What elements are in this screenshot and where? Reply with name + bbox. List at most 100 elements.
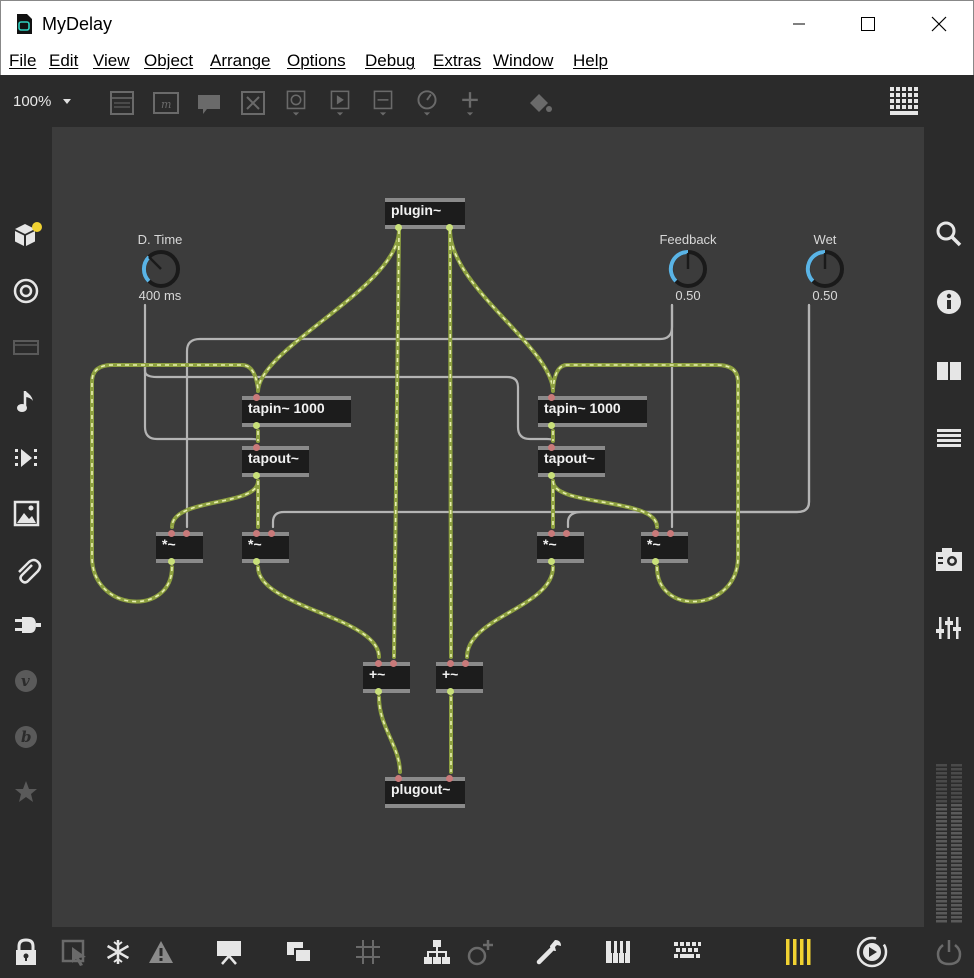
signal-cord[interactable] xyxy=(90,363,260,604)
inlet[interactable] xyxy=(447,660,454,667)
paperclip-icon[interactable] xyxy=(12,555,42,585)
menu-window[interactable]: Window xyxy=(493,51,554,70)
windows-icon[interactable] xyxy=(284,937,314,967)
tapout-left-object[interactable]: tapout~ xyxy=(242,444,309,479)
target-icon[interactable] xyxy=(12,276,42,306)
select-icon[interactable] xyxy=(59,937,89,967)
control-cord[interactable] xyxy=(566,303,811,529)
minimize-button[interactable] xyxy=(776,7,822,41)
inlet[interactable] xyxy=(390,660,397,667)
keyboard-icon[interactable] xyxy=(672,937,702,967)
media-icon[interactable] xyxy=(12,332,42,362)
signal-cord[interactable] xyxy=(256,565,381,659)
grid-icon[interactable] xyxy=(888,85,920,117)
search-icon[interactable] xyxy=(934,219,964,249)
panel-icon[interactable] xyxy=(108,89,136,117)
delay-time-dial[interactable] xyxy=(140,248,182,290)
signal-cord[interactable] xyxy=(377,695,402,774)
transport-icon[interactable] xyxy=(855,935,889,969)
wet-dial[interactable] xyxy=(804,248,846,290)
add-icon[interactable] xyxy=(456,89,484,117)
inlet[interactable] xyxy=(462,660,469,667)
signal-cord[interactable] xyxy=(448,228,555,393)
outlet[interactable] xyxy=(548,472,555,479)
hierarchy-icon[interactable] xyxy=(422,937,452,967)
outlet[interactable] xyxy=(253,472,260,479)
outlet[interactable] xyxy=(253,558,260,565)
inlet[interactable] xyxy=(446,775,453,782)
freeze-icon[interactable] xyxy=(103,937,133,967)
plug-icon[interactable] xyxy=(12,610,42,640)
outlet[interactable] xyxy=(447,688,454,695)
inlet[interactable] xyxy=(268,530,275,537)
inlet[interactable] xyxy=(375,660,382,667)
outlet[interactable] xyxy=(168,558,175,565)
inlet[interactable] xyxy=(548,444,555,451)
v-icon[interactable]: v xyxy=(12,666,42,696)
zoom-menu[interactable]: 100% xyxy=(13,93,72,110)
inlet[interactable] xyxy=(253,444,260,451)
snapshot-icon[interactable] xyxy=(934,545,964,575)
signal-cord[interactable] xyxy=(170,479,260,529)
control-cord[interactable] xyxy=(143,365,555,443)
warning-icon[interactable] xyxy=(146,937,176,967)
menu-object[interactable]: Object xyxy=(144,51,194,70)
dial-icon[interactable] xyxy=(413,89,441,117)
plugin-object[interactable]: plugin~ xyxy=(385,198,465,231)
outlet[interactable] xyxy=(395,224,402,231)
inlet[interactable] xyxy=(183,530,190,537)
feedback-dial[interactable] xyxy=(667,248,709,290)
inlet[interactable] xyxy=(168,530,175,537)
plugout-object[interactable]: plugout~ xyxy=(385,775,465,808)
outlet[interactable] xyxy=(548,422,555,429)
inlet[interactable] xyxy=(548,394,555,401)
inlet[interactable] xyxy=(563,530,570,537)
signal-cord[interactable] xyxy=(256,228,401,393)
grid-icon[interactable] xyxy=(353,937,383,967)
tapin-left-object[interactable]: tapin~ 1000 xyxy=(242,394,351,429)
info-icon[interactable] xyxy=(934,287,964,317)
outlet[interactable] xyxy=(253,422,260,429)
inlet[interactable] xyxy=(395,775,402,782)
multiply-object-1[interactable]: *~ xyxy=(156,530,203,565)
comment-icon[interactable]: m xyxy=(152,89,180,117)
plus-left-object[interactable]: +~ xyxy=(363,660,410,695)
package-icon[interactable] xyxy=(12,220,42,250)
menu-debug[interactable]: Debug xyxy=(365,51,416,70)
add-device-icon[interactable] xyxy=(466,937,496,967)
menu-view[interactable]: View xyxy=(93,51,130,70)
plus-right-object[interactable]: +~ xyxy=(436,660,483,695)
tapout-right-object[interactable]: tapout~ xyxy=(538,444,605,479)
slider-icon[interactable] xyxy=(369,89,397,117)
audio-icon[interactable] xyxy=(783,937,813,967)
book-icon[interactable] xyxy=(934,356,964,386)
toggle-icon[interactable] xyxy=(239,89,267,117)
multiply-object-4[interactable]: *~ xyxy=(641,530,688,565)
outlet[interactable] xyxy=(548,558,555,565)
image-icon[interactable] xyxy=(12,499,42,529)
outlet[interactable] xyxy=(375,688,382,695)
menu-extras[interactable]: Extras xyxy=(433,51,482,70)
b-icon[interactable]: b xyxy=(12,722,42,752)
menu-help[interactable]: Help xyxy=(573,51,608,70)
inlet[interactable] xyxy=(253,530,260,537)
inlet[interactable] xyxy=(667,530,674,537)
inlet[interactable] xyxy=(253,394,260,401)
wrench-icon[interactable] xyxy=(534,937,564,967)
message-icon[interactable] xyxy=(195,89,223,117)
button-icon[interactable] xyxy=(282,89,310,117)
star-icon[interactable] xyxy=(12,778,42,808)
multiply-object-3[interactable]: *~ xyxy=(537,530,584,565)
menu-file[interactable]: File xyxy=(9,51,37,70)
inlet[interactable] xyxy=(652,530,659,537)
close-button[interactable] xyxy=(916,7,962,41)
power-icon[interactable] xyxy=(934,937,964,967)
list-icon[interactable] xyxy=(934,424,964,454)
menu-arrange[interactable]: Arrange xyxy=(210,51,271,70)
menu-edit[interactable]: Edit xyxy=(49,51,79,70)
outlet[interactable] xyxy=(446,224,453,231)
patcher-canvas[interactable]: .sig-outer { fill: none; stroke: #8da040… xyxy=(52,127,924,927)
inlet[interactable] xyxy=(548,530,555,537)
presentation-icon[interactable] xyxy=(214,937,244,967)
lock-icon[interactable] xyxy=(11,937,41,967)
